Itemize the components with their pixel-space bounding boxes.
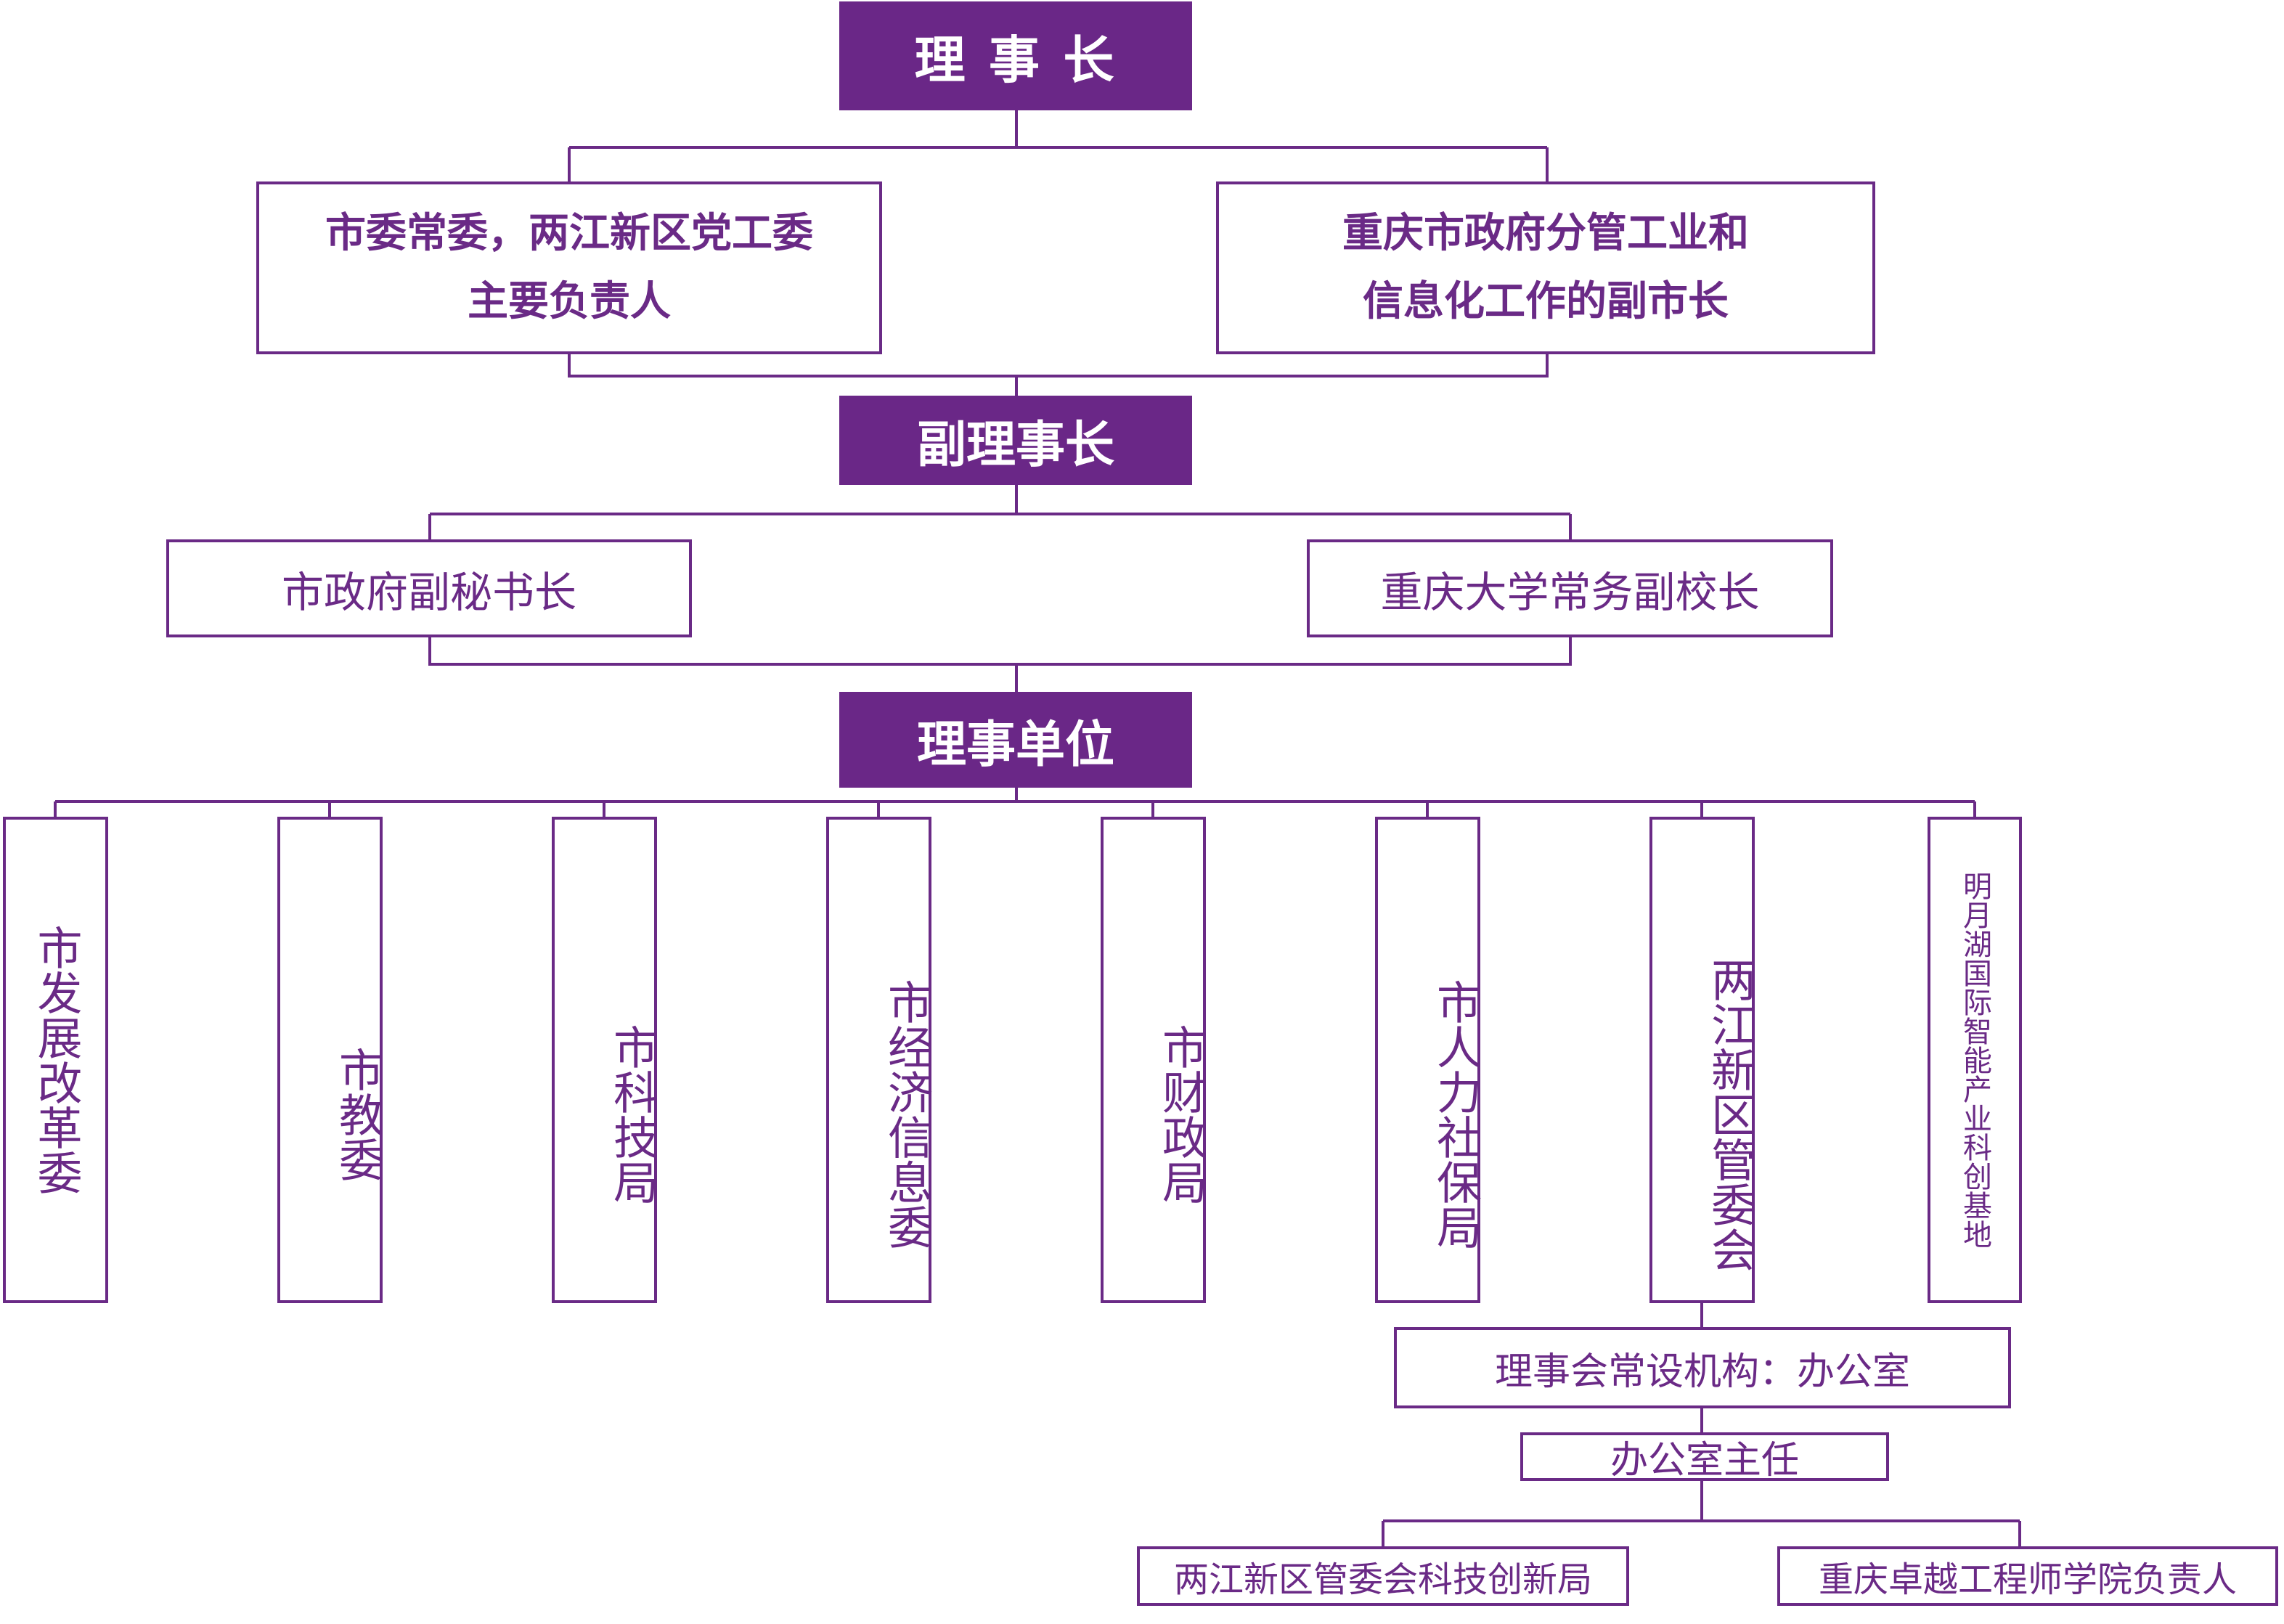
member-unit-box-2: 市教委: [277, 817, 384, 1303]
chairman-member-label-1: 市委常委，两江新区党工委 主要负责人: [325, 210, 813, 325]
office-director-box: 办公室主任: [1520, 1432, 1889, 1482]
vice-chairman-member-label-2: 重庆大学常务副校长: [1380, 567, 1760, 617]
office-member-box-1: 两江新区管委会科技创新局: [1137, 1546, 1629, 1606]
vice-chairman-box: 副理事长: [839, 396, 1192, 485]
member-unit-label-5: 市财政局: [1154, 1024, 1207, 1204]
member-unit-label-3: 市科技局: [605, 1024, 658, 1204]
member-unit-label-1: 市发展改革委: [29, 925, 83, 1195]
member-unit-box-7: 两江新区管委会: [1649, 817, 1756, 1303]
member-unit-box-1: 市发展改革委: [3, 817, 108, 1303]
member-unit-label-2: 市教委: [331, 1047, 384, 1182]
member-unit-label-8: 明月湖国际智能产业科创基地: [1958, 871, 1991, 1249]
member-unit-label-6: 市人力社保局: [1429, 979, 1482, 1249]
standing-office-box: 理事会常设机构：办公室: [1394, 1327, 2011, 1408]
member-unit-box-4: 市经济信息委: [826, 817, 933, 1303]
member-unit-box-5: 市财政局: [1101, 817, 1207, 1303]
chairman-box: 理 事 长: [839, 1, 1192, 110]
office-member-label-1: 两江新区管委会科技创新局: [1173, 1559, 1592, 1600]
office-director-label: 办公室主任: [1610, 1439, 1799, 1482]
member-unit-box-6: 市人力社保局: [1375, 817, 1482, 1303]
member-unit-box-3: 市科技局: [552, 817, 658, 1303]
chairman-member-label-2: 重庆市政府分管工业和 信息化工作的副市长: [1342, 210, 1749, 325]
vice-chairman-member-label-1: 市政府副秘书长: [281, 567, 576, 617]
standing-office-label: 理事会常设机构：办公室: [1494, 1350, 1910, 1394]
office-member-box-2: 重庆卓越工程师学院负责人: [1777, 1546, 2278, 1606]
chairman-member-box-2: 重庆市政府分管工业和 信息化工作的副市长: [1216, 181, 1875, 354]
vice-chairman-label: 副理事长: [916, 417, 1114, 474]
member-unit-label-4: 市经济信息委: [880, 979, 933, 1249]
member-units-title-box: 理事单位: [839, 692, 1192, 788]
member-unit-label-7: 两江新区管委会: [1703, 957, 1756, 1272]
vice-chairman-member-box-1: 市政府副秘书长: [166, 539, 692, 637]
member-units-title: 理事单位: [916, 716, 1114, 774]
member-unit-box-8: 明月湖国际智能产业科创基地: [1928, 817, 2022, 1303]
chairman-member-box-1: 市委常委，两江新区党工委 主要负责人: [256, 181, 882, 354]
vice-chairman-member-box-2: 重庆大学常务副校长: [1307, 539, 1833, 637]
office-member-label-2: 重庆卓越工程师学院负责人: [1818, 1559, 2237, 1600]
chairman-label: 理 事 长: [914, 30, 1117, 90]
